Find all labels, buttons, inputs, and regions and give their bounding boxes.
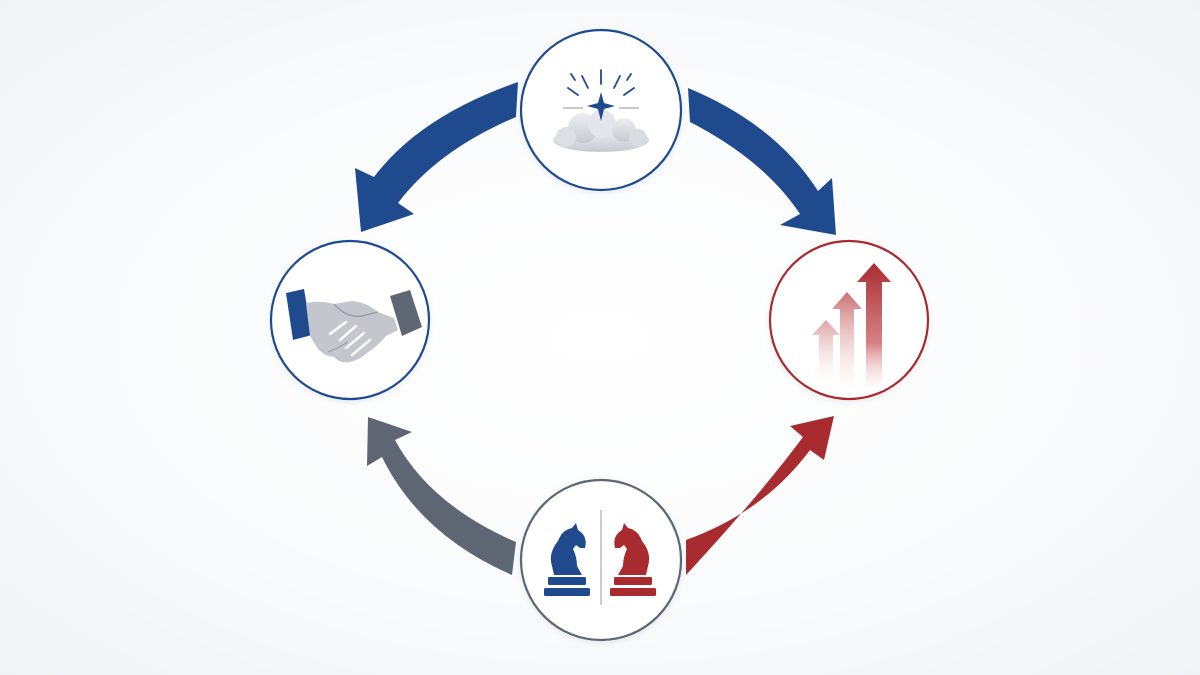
chess-knights-icon — [544, 510, 656, 605]
arrow-bottom-to-left — [367, 417, 516, 575]
node-bottom — [519, 478, 683, 642]
arrow-top-to-right — [688, 88, 836, 235]
rising-arrows-icon — [812, 263, 891, 386]
handshake-icon — [286, 289, 422, 363]
arrow-bottom-to-right — [686, 416, 834, 575]
starburst-cloud-icon — [553, 69, 649, 152]
arrow-top-to-left — [355, 82, 518, 232]
node-left — [269, 239, 431, 401]
node-top — [519, 28, 683, 192]
node-right — [768, 239, 930, 401]
